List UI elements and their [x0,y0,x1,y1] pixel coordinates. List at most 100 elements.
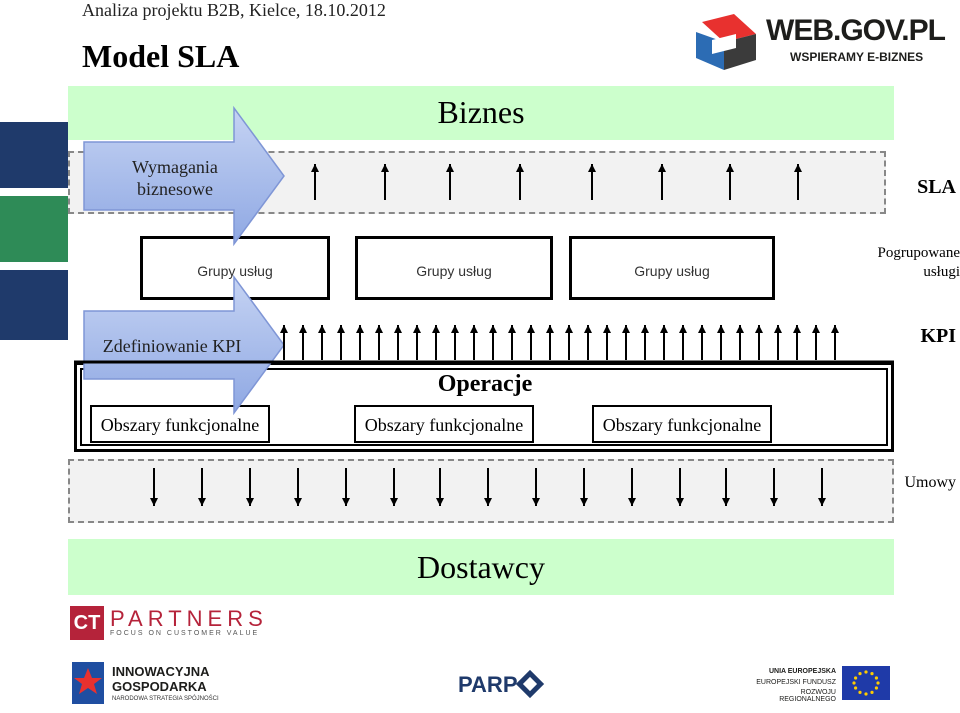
kpi-up-arrow-head [432,325,440,333]
kpi-up-arrow-head [280,325,288,333]
slide-title: Model SLA [82,38,240,74]
requirements-block-arrow [83,105,285,247]
contracts-label: Umowy [904,474,956,491]
kpi-up-arrow-head [660,325,668,333]
sla-up-arrow-head [658,164,666,172]
sla-label: SLA [917,176,956,198]
eu-line3: ROZWOJU REGIONALNEGO [779,689,836,703]
kpi-up-arrow-head [717,325,725,333]
webgov-logo: WEB.GOV.PL WSPIERAMY E-BIZNES [694,12,946,72]
sla-up-arrow-head [311,164,319,172]
kpi-up-arrow-head [546,325,554,333]
contracts-down-arrows [150,468,826,506]
business-band-label: Biznes [437,94,525,130]
innowacyjna-gospodarka-emblem-icon [72,662,104,704]
suppliers-band-label: Dostawcy [417,549,545,585]
service-group-label: Grupy usług [197,263,273,279]
kpi-up-arrow-head [755,325,763,333]
operations-inner-frame [80,368,888,446]
sla-up-arrow-head [726,164,734,172]
eu-fund-logo: UNIA EUROPEJSKA EUROPEJSKI FUNDUSZ ROZWO… [752,666,892,706]
ig-line1: INNOWACYJNA [112,664,210,679]
requirements-arrow-label: Wymagania biznesowe [100,156,250,200]
kpi-arrow-label: Zdefiniowanie KPI [102,336,242,356]
side-bar-top [0,122,68,188]
kpi-up-arrow-head [375,325,383,333]
contracts-down-arrow-head [342,498,350,506]
kpi-up-arrow-head [812,325,820,333]
ig-line3: NARODOWA STRATEGIA SPÓJNOŚCI [112,696,219,702]
parp-emblem-icon [515,669,545,699]
requirements-arrow-line2: biznesowe [137,179,213,199]
kpi-up-arrow-head [356,325,364,333]
ct-partners-mark: CT [70,606,104,640]
requirements-arrow-line1: Wymagania [132,157,218,177]
eu-line1: UNIA EUROPEJSKA [768,668,836,675]
functional-area-label: Obszary funkcjonalne [602,415,762,435]
contracts-down-arrow-head [580,498,588,506]
kpi-block-arrow [83,274,285,416]
kpi-up-arrow-head [603,325,611,333]
contracts-down-arrow-head [770,498,778,506]
kpi-up-arrow-head [565,325,573,333]
service-group-label: Grupy usług [634,263,710,279]
contracts-down-arrow-head [390,498,398,506]
presentation-subtitle: Analiza projektu B2B, Kielce, 18.10.2012 [82,0,386,20]
kpi-up-arrow-head [451,325,459,333]
kpi-up-arrow-head [299,325,307,333]
sla-up-arrow-head [381,164,389,172]
side-bar-middle [0,196,68,262]
innowacyjna-gospodarka-logo: INNOWACYJNA GOSPODARKA NARODOWA STRATEGI… [70,660,230,708]
ct-partners-name: PARTNERS [110,606,268,631]
business-band: Biznes [68,86,894,140]
kpi-up-arrow-head [470,325,478,333]
kpi-up-arrow-head [584,325,592,333]
eu-flag-icon [842,666,890,700]
functional-area-label: Obszary funkcjonalne [364,415,524,435]
contracts-down-arrow-head [294,498,302,506]
contracts-down-arrow-head [818,498,826,506]
functional-area-box-1: Obszary funkcjonalne [90,405,270,443]
grouped-services-line2: usługi [923,264,960,280]
sla-up-arrow-head [516,164,524,172]
sla-up-arrow-head [588,164,596,172]
contracts-down-arrow-head [628,498,636,506]
kpi-up-arrow-head [831,325,839,333]
kpi-up-arrow-head [508,325,516,333]
functional-area-box-3: Obszary funkcjonalne [592,405,772,443]
kpi-up-arrows [280,325,839,360]
service-group-box-2: Grupy usług [355,236,553,300]
kpi-up-arrow-head [641,325,649,333]
kpi-up-arrow-head [736,325,744,333]
kpi-up-arrow-head [394,325,402,333]
contracts-down-arrow-head [532,498,540,506]
ig-line2: GOSPODARKA [112,679,207,694]
eu-line2: EUROPEJSKI FUNDUSZ [756,679,836,686]
contracts-down-arrow-head [436,498,444,506]
sla-up-arrows [311,164,802,200]
suppliers-band: Dostawcy [68,539,894,595]
kpi-up-arrow-head [527,325,535,333]
functional-area-box-2: Obszary funkcjonalne [354,405,534,443]
kpi-up-arrow-head [622,325,630,333]
service-group-label: Grupy usług [416,263,492,279]
kpi-up-arrow-head [318,325,326,333]
kpi-up-arrow-head [679,325,687,333]
kpi-label: KPI [920,325,956,347]
contracts-down-arrow-head [676,498,684,506]
contracts-down-arrow-head [722,498,730,506]
parp-logo: PARP [458,664,548,704]
operations-title: Operacje [437,371,533,397]
ct-partners-logo: CT PARTNERS FOCUS ON CUSTOMER VALUE [70,606,263,642]
grouped-services-line1: Pogrupowane [877,245,960,261]
webgov-logo-tagline: WSPIERAMY E-BIZNES [790,50,924,64]
kpi-up-arrow-head [489,325,497,333]
webgov-logo-text: WEB.GOV.PL [766,14,946,47]
kpi-up-arrow-head [413,325,421,333]
kpi-up-arrow-head [793,325,801,333]
sla-up-arrow-head [794,164,802,172]
contracts-down-arrow-head [198,498,206,506]
parp-logo-text: PARP [458,672,518,697]
grouped-services-label: Pogrupowane usługi [850,244,960,282]
side-bar-bottom [0,270,68,340]
